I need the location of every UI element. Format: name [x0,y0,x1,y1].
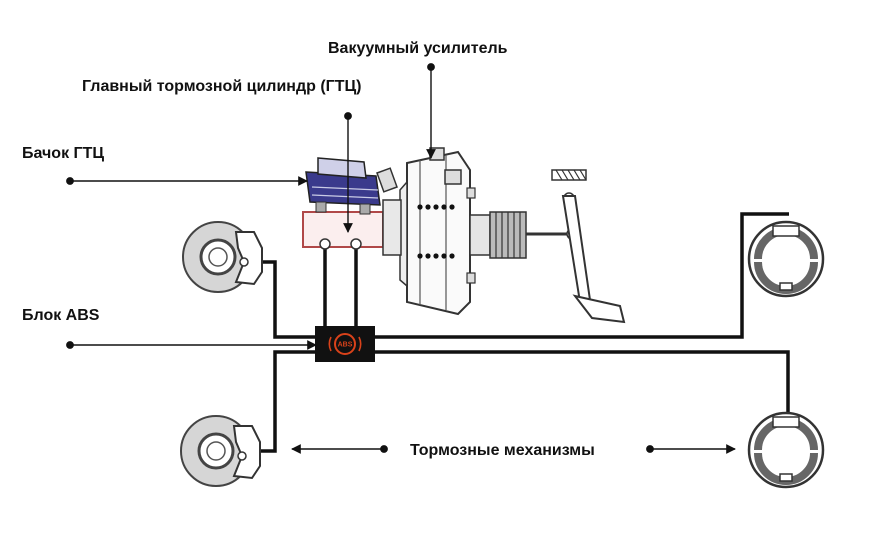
line-rear-right-lower [374,350,790,424]
label-abs-unit: Блок ABS [22,307,100,324]
master-cylinder [302,199,402,256]
label-brake-mechanisms: Тормозные механизмы [410,442,595,459]
abs-badge-text: ABS [338,342,353,349]
drum-brake-rear-right-upper [747,220,825,298]
brake-lines [245,212,790,453]
label-reservoir: Бачок ГТЦ [22,145,104,162]
label-vacuum-booster: Вакуумный усилитель [328,40,508,57]
label-master-cylinder: Главный тормозной цилиндр (ГТЦ) [82,78,362,95]
abs-warning-icon: ABS [328,333,362,355]
abs-block [315,326,375,362]
abs-unit: ABS [315,326,375,362]
disc-brake-front-left-upper [182,221,263,293]
vacuum-booster [399,147,578,316]
brake-fluid-reservoir [305,157,398,215]
line-rear-right [374,212,789,339]
leader-lines [66,63,736,454]
brake-pedal [551,169,626,324]
drum-brake-rear-right-lower [747,411,825,489]
disc-brake-front-left-lower [180,415,261,487]
line-front-left-lower [260,350,316,453]
